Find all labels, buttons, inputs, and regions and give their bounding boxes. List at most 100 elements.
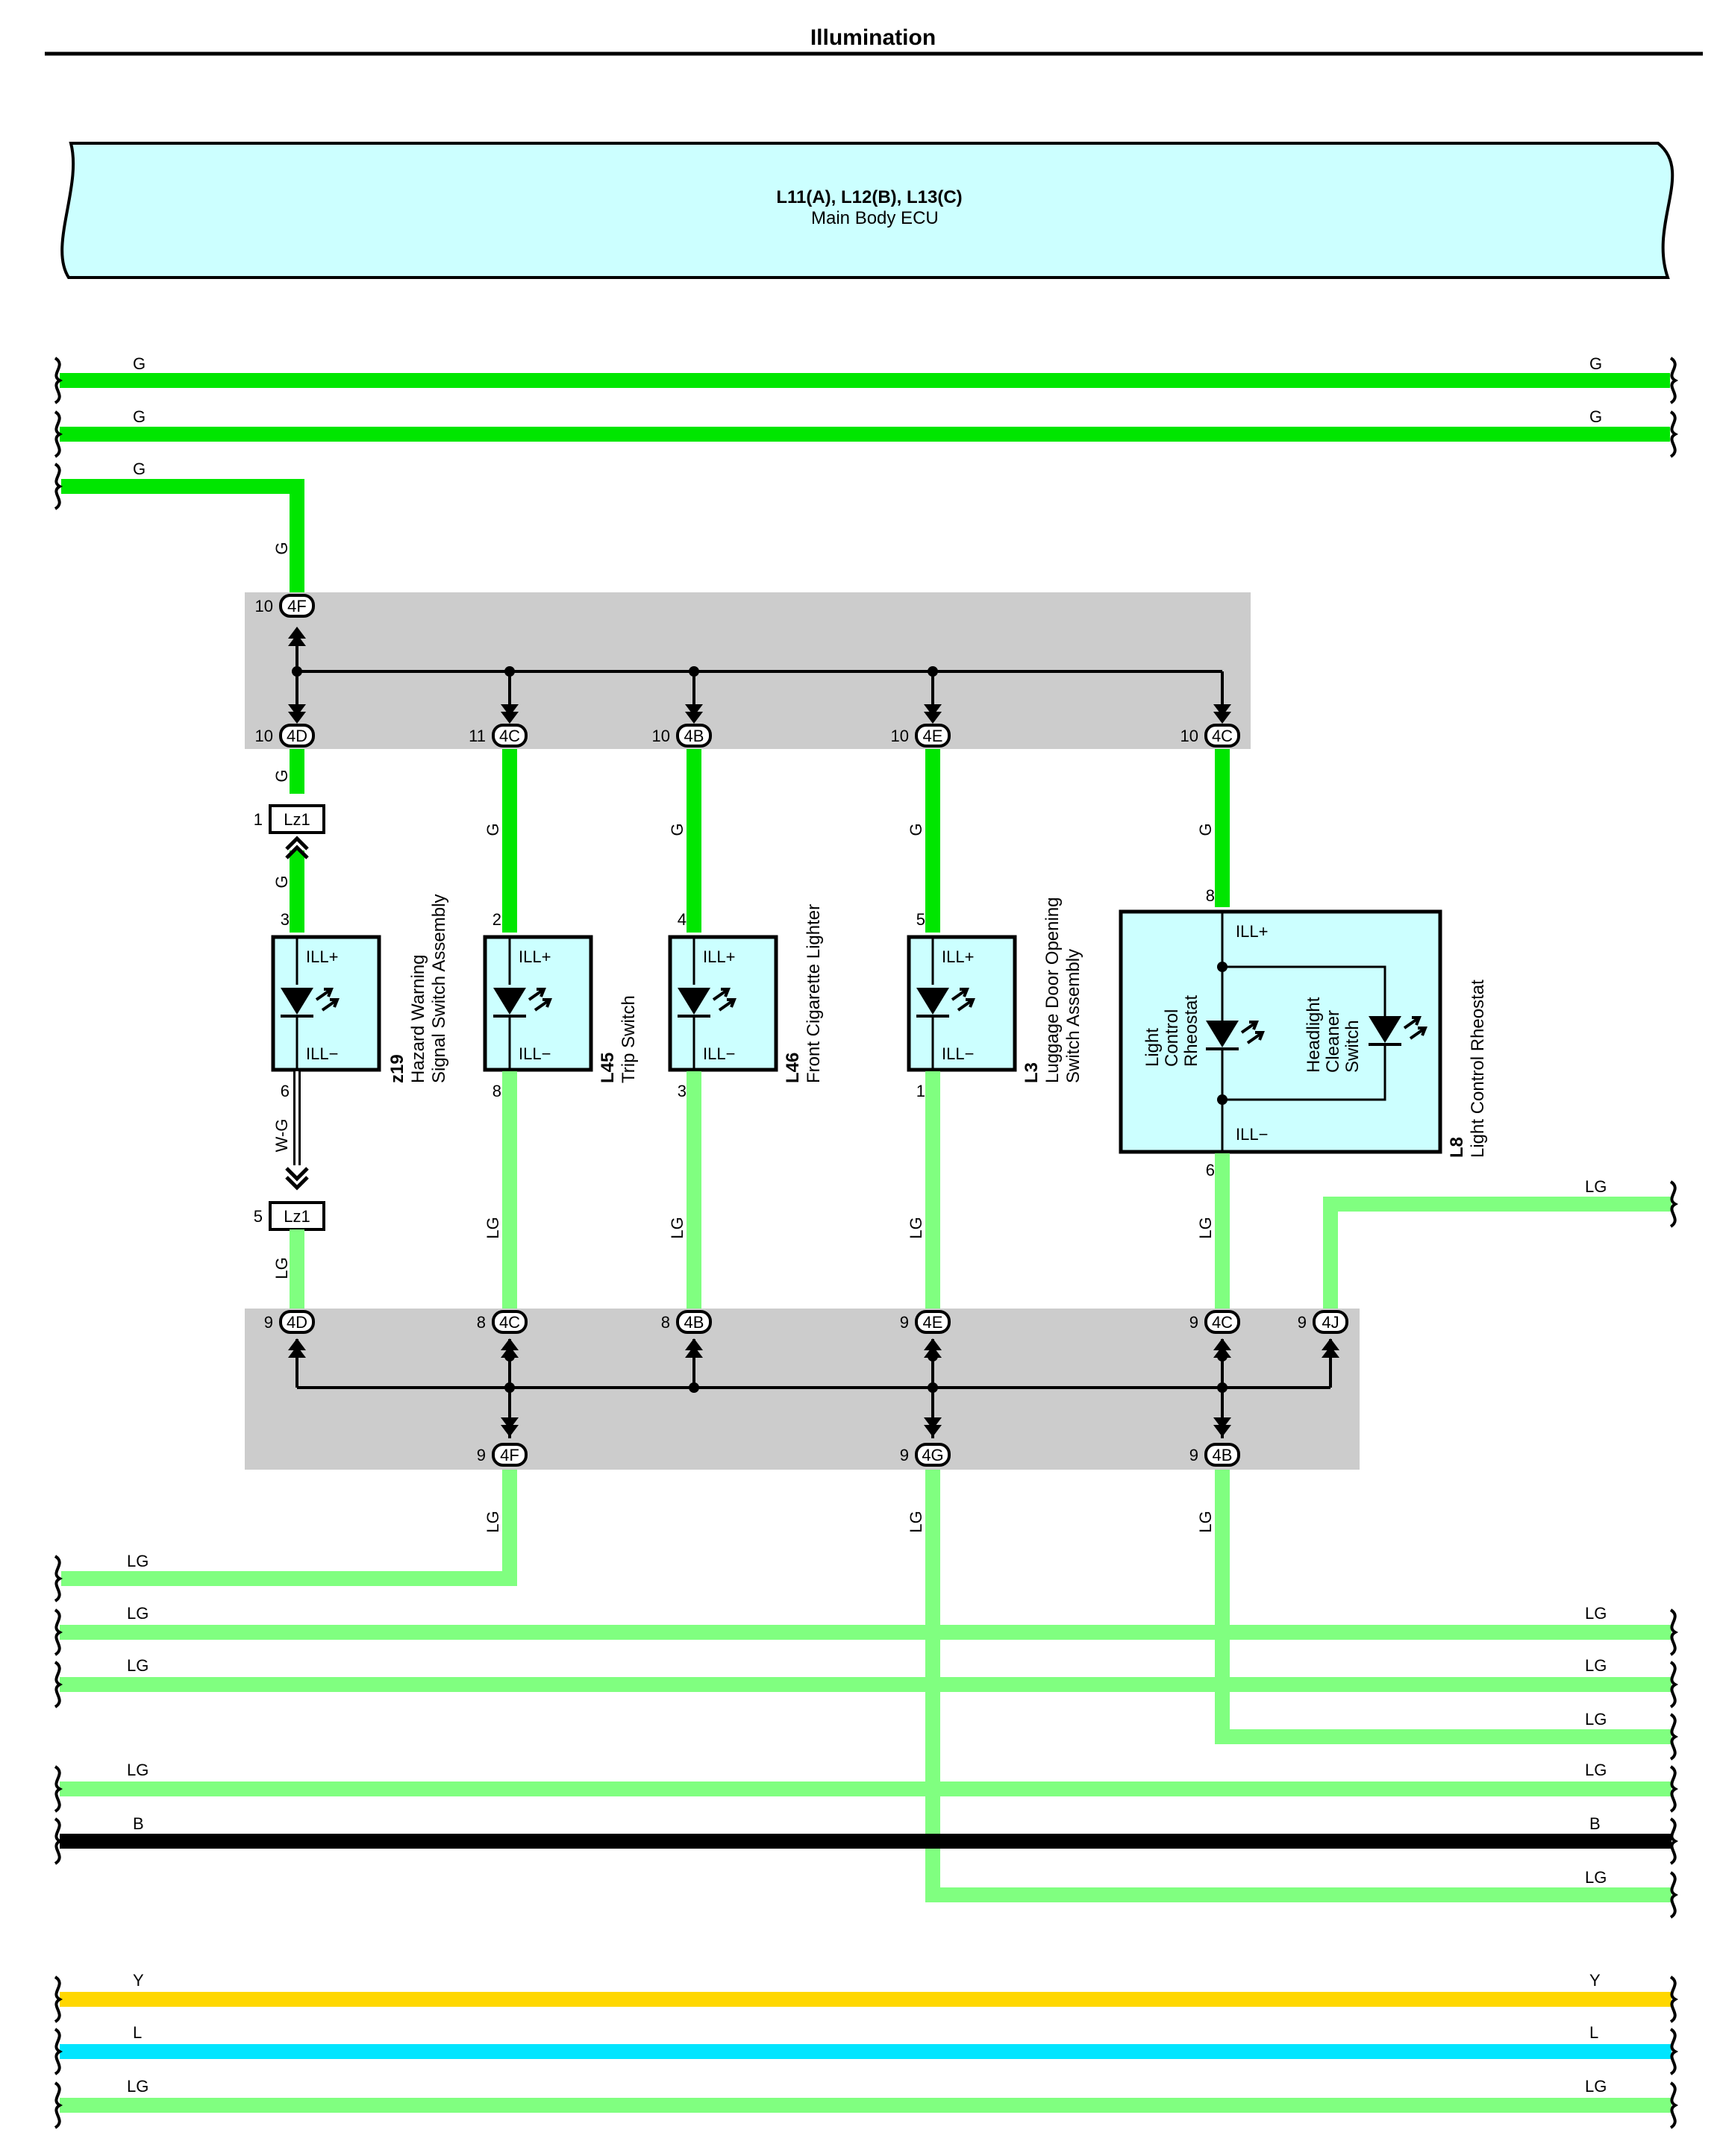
connector-label: 4F: [287, 597, 307, 615]
component-l8: 8 6 ILL+ ILL− Light Control Rheostat Hea…: [1119, 886, 1488, 1179]
bottom-junction-block: 4D 9 4C 8 4B 8 4E 9 4C 9 4J 9: [245, 1309, 1360, 1470]
ill-minus-label: ILL−: [942, 1044, 974, 1063]
wire-label-lg: LG: [1196, 1217, 1215, 1238]
component-name: Switch Assembly: [1063, 949, 1083, 1083]
connector-label: 4C: [1212, 727, 1233, 745]
component-id: L8: [1447, 1137, 1467, 1158]
component-name: Light Control Rheostat: [1468, 980, 1488, 1158]
wire-label-g: G: [133, 460, 146, 478]
lower-buses: LG LG LG LG LG LG LG LG LG LG LG LG B B …: [54, 1470, 1677, 2129]
connector-in-4d: 4D 9: [264, 1310, 315, 1334]
wire-label-lg: LG: [668, 1217, 687, 1238]
pin-number: 1: [254, 810, 263, 829]
component-id: L45: [598, 1053, 618, 1083]
wire-label-b: B: [1589, 1814, 1601, 1833]
ill-minus-label: ILL−: [1236, 1125, 1268, 1144]
pin-number: 10: [255, 727, 273, 745]
component-name: Front Cigarette Lighter: [804, 904, 824, 1083]
connector-out-4c: 4C 11: [469, 724, 528, 748]
wire-label-g: G: [133, 407, 146, 426]
component-id: z19: [387, 1054, 407, 1083]
pin-number: 9: [1189, 1313, 1198, 1332]
component-z19: 3 6 ILL+ ILL− z19 Hazard Warning Signal …: [271, 894, 449, 1100]
component-l46: 4 3 ILL+ ILL− L46 Front Cigarette Lighte…: [668, 904, 824, 1100]
ill-plus-label: ILL+: [1236, 922, 1268, 941]
wire-label-lg: LG: [1585, 1710, 1607, 1729]
connector-in-4j: 4J 9: [1298, 1310, 1348, 1334]
pin-number: 5: [254, 1207, 263, 1226]
wire-label-b: B: [133, 1814, 144, 1833]
connector-label: 4J: [1322, 1313, 1339, 1332]
ecu-name: Main Body ECU: [811, 208, 939, 228]
wire-label-y: Y: [1589, 1971, 1601, 1990]
component-id: L3: [1022, 1062, 1042, 1083]
inner-label: Switch: [1342, 1020, 1363, 1073]
connector-out-4g: 4G 9: [900, 1443, 951, 1467]
connector-out-4b: 4B 9: [1189, 1443, 1240, 1467]
wire-label-wg: W-G: [272, 1119, 291, 1153]
connector-label: 4F: [500, 1446, 519, 1464]
inner-label: Headlight: [1304, 997, 1324, 1073]
led-icon: [916, 988, 949, 1015]
pin-number: 9: [900, 1446, 909, 1464]
pin-number: 3: [281, 910, 290, 929]
component-name: Hazard Warning: [408, 954, 428, 1083]
led-icon: [1206, 1021, 1239, 1047]
wire-label-lg: LG: [1585, 1868, 1607, 1887]
connector-out-4f: 4F 9: [477, 1443, 528, 1467]
wire-label-lg: LG: [907, 1511, 925, 1532]
wire-label-lg: LG: [272, 1257, 291, 1279]
connector-out-4c-2: 4C 10: [1180, 724, 1240, 748]
connector-label: 4D: [287, 727, 307, 745]
wire-label-lg: LG: [1196, 1511, 1215, 1532]
connector-label: 4B: [684, 727, 704, 745]
pin-number: 9: [900, 1313, 909, 1332]
inner-label: Light: [1142, 1028, 1163, 1067]
component-id: L46: [783, 1053, 803, 1083]
lz1-upper-connector: Lz1 1: [254, 804, 325, 859]
connector-label: 4E: [923, 727, 943, 745]
connector-label: 4C: [499, 727, 520, 745]
g-branch-wires: G G G G G G: [272, 749, 1230, 933]
wire-label-g: G: [1589, 354, 1602, 373]
page-title: Illumination: [810, 25, 936, 50]
connector-in-4c: 4C 8: [477, 1310, 528, 1334]
component-name: Trip Switch: [619, 995, 639, 1083]
pin-number: 2: [492, 910, 501, 929]
pin-number: 8: [477, 1313, 486, 1332]
led-icon: [493, 988, 526, 1015]
wire-label-lg: LG: [127, 1552, 148, 1570]
connector-label: 4C: [1212, 1313, 1233, 1332]
connector-4f-in: 4F 10: [255, 594, 315, 618]
ill-minus-label: ILL−: [703, 1044, 735, 1063]
connector-label: 4B: [684, 1313, 704, 1332]
connector-label: 4C: [499, 1313, 520, 1332]
inner-label: Rheostat: [1181, 995, 1201, 1067]
wire-label-lg: LG: [1585, 1177, 1607, 1196]
wire-label-lg: LG: [1585, 1604, 1607, 1623]
wire-label-lg: LG: [1585, 1656, 1607, 1675]
connector-label: 4E: [923, 1313, 943, 1332]
component-name: Signal Switch Assembly: [429, 894, 449, 1083]
lz1-lower-connector: Lz1 5: [254, 1201, 325, 1231]
wire-label-l: L: [133, 2023, 142, 2042]
pin-number: 9: [1189, 1446, 1198, 1464]
wire-label-g: G: [484, 823, 502, 836]
wire-label-lg: LG: [127, 1656, 148, 1675]
ill-minus-label: ILL−: [306, 1044, 338, 1063]
g-feed-wire: G G: [54, 460, 304, 604]
wire-label-g: G: [1589, 407, 1602, 426]
pin-number: 1: [916, 1082, 925, 1100]
connector-out-4e: 4E 10: [891, 724, 951, 748]
connector-in-4b: 4B 8: [661, 1310, 712, 1334]
ecu-box: [60, 142, 1674, 279]
led-icon: [678, 988, 710, 1015]
ill-plus-label: ILL+: [519, 947, 551, 966]
lg-branch-wires: LG LG LG LG LG LG: [272, 1071, 1677, 1313]
connector-label: 4G: [922, 1446, 943, 1464]
led-icon: [1369, 1016, 1401, 1043]
connector-out-4b: 4B 10: [652, 724, 712, 748]
pin-number: 9: [477, 1446, 486, 1464]
pin-number: 8: [661, 1313, 670, 1332]
